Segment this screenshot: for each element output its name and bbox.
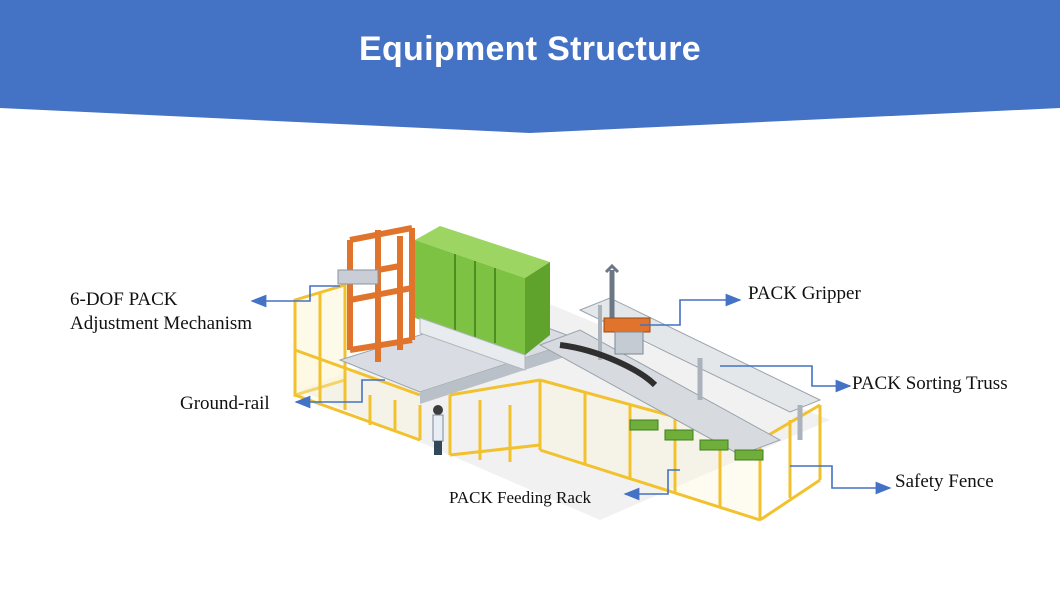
label-feeding-rack: PACK Feeding Rack: [449, 488, 591, 507]
label-ground-rail: Ground-rail: [180, 393, 270, 414]
connector-adjustment: [250, 285, 340, 308]
feeding-fence: [448, 378, 541, 462]
label-adjustment-line1: 6-DOF PACK: [70, 289, 178, 310]
label-adjustment-mechanism: 6-DOF PACK Adjustment Mechanism: [70, 288, 252, 336]
pack-holder: [337, 269, 379, 285]
callout-connectors: [250, 285, 892, 501]
operator-figure: [432, 405, 444, 455]
connector-gripper: [640, 293, 742, 326]
label-adjustment-line2: Adjustment Mechanism: [70, 313, 253, 334]
label-sorting-truss: PACK Sorting Truss: [852, 373, 1008, 394]
adjustment-mechanism-frame: [347, 225, 415, 362]
battery-container: [415, 226, 550, 371]
connector-feeding-rack: [623, 469, 680, 501]
feeding-rack: [629, 419, 764, 461]
header-banner: Equipment Structure: [0, 0, 1060, 135]
connector-ground-rail: [294, 379, 385, 409]
banner-shape: [0, 0, 1060, 133]
left-safety-fence: [293, 282, 422, 442]
connector-safety-fence: [790, 465, 892, 495]
connector-sorting-truss: [720, 365, 852, 393]
page-title: Equipment Structure: [359, 30, 701, 68]
pack-gripper: [603, 263, 651, 355]
label-gripper: PACK Gripper: [748, 283, 861, 304]
label-safety-fence: Safety Fence: [895, 471, 994, 492]
